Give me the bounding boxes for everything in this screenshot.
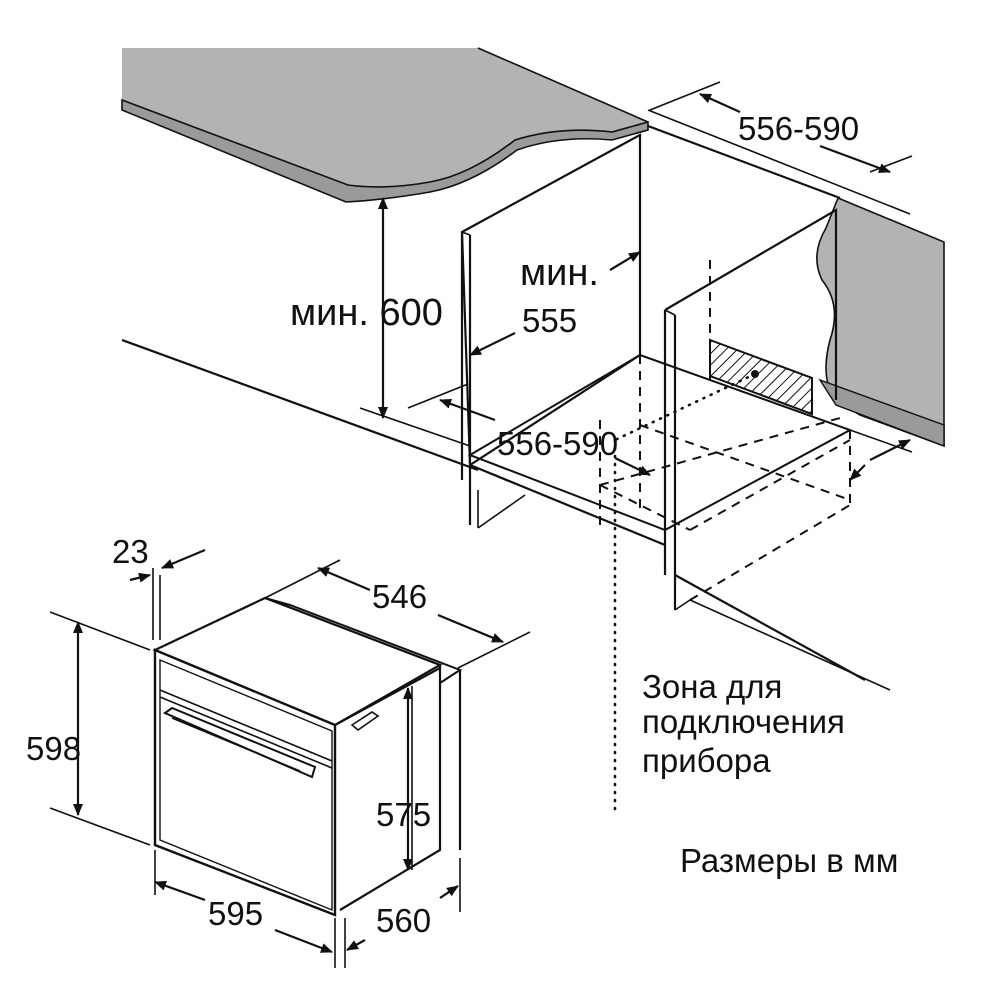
min-height-dimension: мин. 600: [290, 197, 443, 419]
countertop: [121, 47, 649, 203]
right-side-dimension: [849, 429, 913, 481]
connection-zone-line3: прибора: [642, 742, 771, 779]
niche-width-bottom-label: 556-590: [497, 425, 618, 462]
niche-width-top-label: 556-590: [738, 110, 859, 147]
niche-width-bottom-dimension: 556-590: [407, 383, 651, 476]
niche-width-top-dimension: 556-590: [649, 81, 913, 174]
min-depth-label-line1: мин.: [520, 252, 599, 294]
height-body-dimension: 575: [376, 687, 431, 871]
front-thickness-label: 23: [112, 533, 149, 570]
oven: [152, 596, 463, 917]
cabinet-niche: [121, 109, 911, 691]
depth-body-label: 546: [372, 578, 427, 615]
front-thickness-dimension: 23: [112, 533, 206, 640]
right-wall-panel: [816, 196, 945, 448]
hatched-socket-icon: [709, 338, 813, 416]
height-total-label: 598: [26, 730, 81, 767]
connection-zone-line1: Зона для: [642, 668, 782, 705]
handle-icon: [162, 706, 317, 779]
connection-zone-guide: [613, 372, 757, 812]
connection-zone-note: Зона для подключения прибора: [642, 668, 845, 779]
width-body-dimension: 560: [344, 858, 461, 968]
min-depth-label-line2: 555: [522, 302, 577, 339]
min-depth-dimension: мин. 555: [469, 251, 641, 356]
min-height-label: мин. 600: [290, 292, 443, 334]
width-body-label: 560: [376, 902, 431, 939]
depth-body-dimension: 546: [264, 559, 531, 669]
height-body-label: 575: [376, 796, 431, 833]
units-note: Размеры в мм: [680, 842, 898, 879]
connection-zone-line2: подключения: [642, 703, 845, 740]
width-front-dimension: 595: [154, 850, 336, 968]
height-total-dimension: 598: [26, 611, 151, 846]
width-front-label: 595: [208, 895, 263, 932]
